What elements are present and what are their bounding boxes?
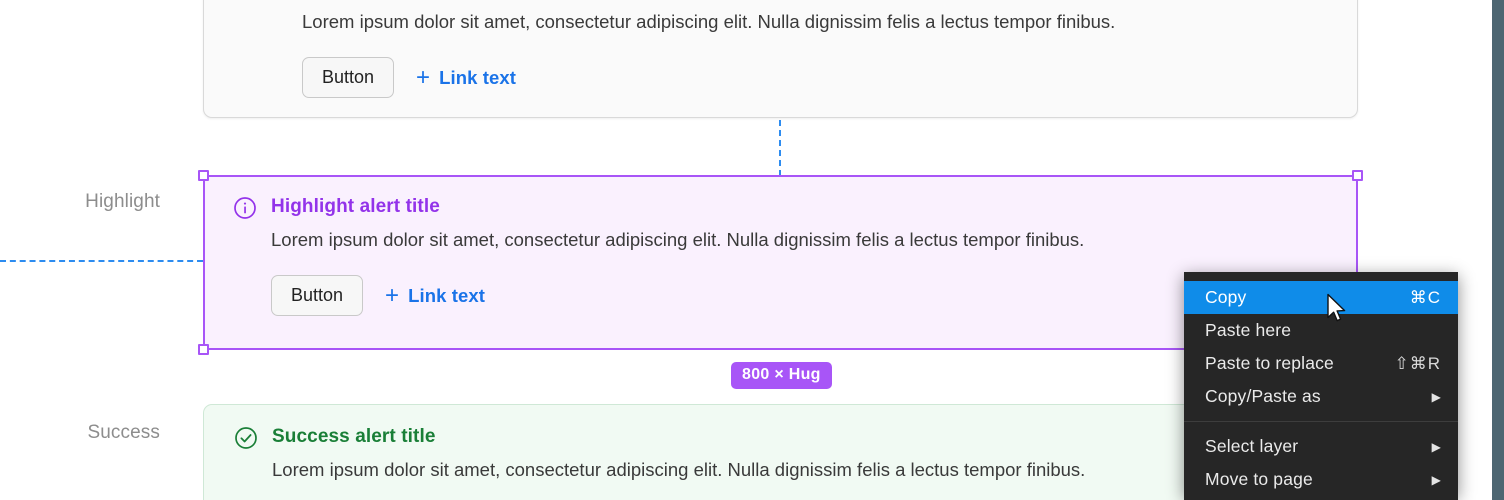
chevron-right-icon: ▶ [1431,389,1441,404]
row-label-success: Success [87,422,160,443]
chevron-right-icon: ▶ [1431,472,1441,487]
alert-link-highlight[interactable]: + Link text [385,281,486,309]
alert-card-success[interactable]: Success alert title Lorem ipsum dolor si… [203,404,1358,500]
alert-card-default[interactable]: Lorem ipsum dolor sit amet, consectetur … [203,0,1358,118]
alert-button-default[interactable]: Button [302,57,395,98]
context-menu-item-select-layer[interactable]: Select layer ▶ [1184,430,1458,463]
context-menu-item-paste-to-replace[interactable]: Paste to replace ⇧⌘R [1184,347,1458,380]
alert-body-default: Lorem ipsum dolor sit amet, consectetur … [302,11,1116,32]
context-menu-label: Copy/Paste as [1205,386,1321,406]
alert-button-highlight[interactable]: Button [271,275,364,316]
context-menu[interactable]: Copy ⌘C Paste here Paste to replace ⇧⌘R … [1184,272,1458,496]
size-badge: 800 × Hug [731,362,832,389]
alert-link-label-default: Link text [439,66,517,88]
row-label-highlight: Highlight [85,191,160,212]
context-menu-shortcut: ⇧⌘R [1394,353,1441,373]
context-menu-label: Move to page [1205,469,1313,489]
context-menu-item-copy[interactable]: Copy ⌘C [1184,281,1458,314]
plus-icon: + [416,63,431,91]
context-menu-label: Paste here [1205,320,1292,340]
context-menu-item-copy-paste-as[interactable]: Copy/Paste as ▶ [1184,380,1458,413]
context-menu-item-paste-here[interactable]: Paste here [1184,314,1458,347]
horizontal-guide [0,260,203,262]
check-circle-icon [234,426,258,450]
alert-title-highlight: Highlight alert title [271,196,440,217]
info-circle-icon [233,196,257,220]
context-menu-label: Copy [1205,287,1247,307]
chevron-right-icon: ▶ [1431,439,1441,454]
context-menu-item-move-to-page[interactable]: Move to page ▶ [1184,463,1458,496]
context-menu-separator [1184,421,1458,422]
alert-title-success: Success alert title [272,426,436,447]
plus-icon: + [385,281,400,309]
alert-body-highlight: Lorem ipsum dolor sit amet, consectetur … [271,229,1085,250]
alert-link-default[interactable]: + Link text [416,63,517,91]
context-menu-label: Select layer [1205,436,1299,456]
context-menu-shortcut: ⌘C [1409,287,1441,307]
right-side-panel [1492,0,1504,500]
alert-link-label-highlight: Link text [408,284,486,306]
context-menu-bottom-edge [1184,495,1458,500]
alert-body-success: Lorem ipsum dolor sit amet, consectetur … [272,459,1086,480]
context-menu-label: Paste to replace [1205,353,1334,373]
alert-card-highlight[interactable]: Highlight alert title Lorem ipsum dolor … [203,175,1358,350]
